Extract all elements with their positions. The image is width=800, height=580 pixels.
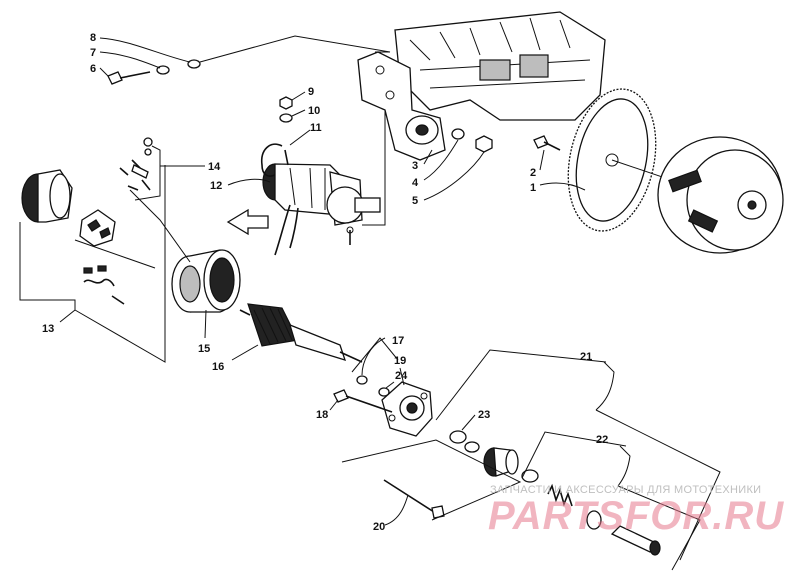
drive-spring (547, 483, 573, 507)
nut-5 (475, 135, 493, 153)
washer-4 (451, 128, 465, 140)
callout-9: 9 (308, 86, 314, 98)
callout-16: 16 (212, 361, 224, 373)
callout-14: 14 (208, 161, 221, 173)
callout-19: 19 (394, 355, 406, 367)
rear-end-cap (21, 169, 73, 223)
callout-2: 2 (530, 167, 536, 179)
nut-9 (279, 96, 293, 110)
starter-motor-assembly (260, 143, 381, 256)
callout-5: 5 (412, 195, 418, 207)
engine-block (394, 11, 606, 121)
armature (239, 303, 363, 363)
callout-10: 10 (308, 105, 320, 117)
callout-7: 7 (90, 47, 96, 59)
drive-clutch (657, 136, 784, 254)
washer-23 (449, 430, 467, 444)
washer-10 (279, 113, 293, 123)
callout-23: 23 (478, 409, 490, 421)
shaft-pin (586, 510, 661, 556)
leader-lines (19, 35, 721, 571)
mounting-bracket (357, 51, 446, 161)
watermark-logo: PARTSFOR.RU (488, 494, 785, 538)
watermark-tagline: ЗАПЧАСТИ И АКСЕССУАРЫ ДЛЯ МОТОТЕХНИКИ (490, 484, 762, 496)
drive-end-housing (381, 381, 433, 437)
ring-gear-flywheel (567, 88, 746, 232)
brush-holder (79, 209, 116, 247)
callout-17: 17 (392, 335, 404, 347)
callout-13: 13 (42, 323, 54, 335)
callout-12: 12 (210, 180, 222, 192)
washer-8 (187, 59, 201, 69)
bolt-2 (533, 135, 561, 151)
through-bolt-18 (333, 389, 393, 413)
callout-20: 20 (373, 521, 385, 533)
pinion-gear (483, 447, 519, 477)
callout-15: 15 (198, 343, 210, 355)
brush-springs (83, 265, 125, 305)
bolt-6 (107, 71, 151, 85)
brush-set (119, 137, 153, 191)
washer-24 (378, 387, 390, 397)
callout-labels: 1 2 3 4 5 6 7 8 9 10 11 12 13 14 15 16 1… (42, 32, 608, 533)
callout-21: 21 (580, 351, 592, 363)
callout-1: 1 (530, 182, 536, 194)
washer-17 (356, 375, 368, 385)
direction-arrow-icon (226, 208, 269, 236)
callout-3: 3 (412, 160, 418, 172)
collar (521, 469, 539, 483)
washer-23b (464, 441, 480, 453)
through-bolt-20 (383, 479, 445, 519)
callout-18: 18 (316, 409, 328, 421)
callout-4: 4 (412, 177, 419, 189)
callout-8: 8 (90, 32, 96, 44)
callout-6: 6 (90, 63, 96, 75)
callout-24: 24 (395, 370, 408, 382)
callout-22: 22 (596, 434, 608, 446)
callout-11: 11 (310, 122, 322, 134)
field-frame-housing (171, 249, 241, 313)
